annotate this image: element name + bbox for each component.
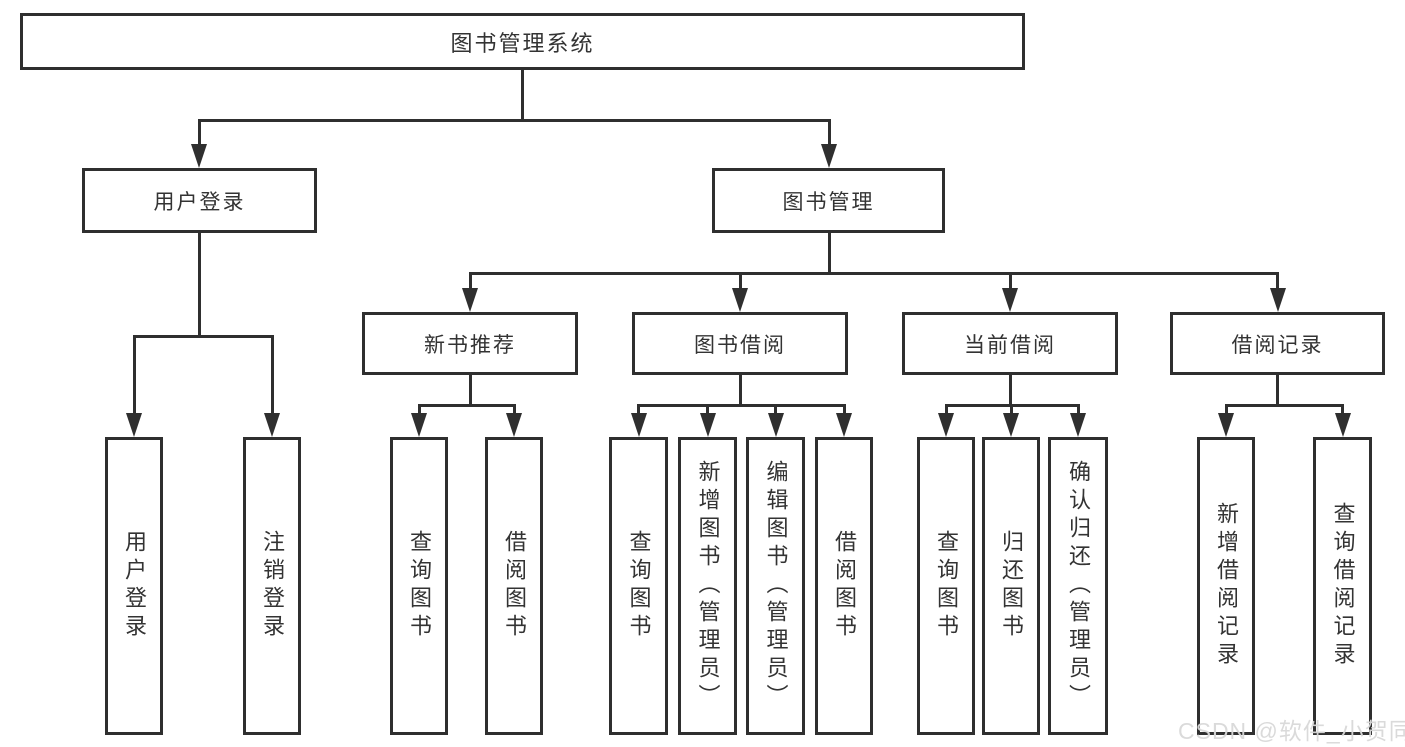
node-label: 编辑图书（管理员） (763, 460, 789, 712)
node-label: 查询借阅记录 (1330, 502, 1356, 670)
connector-line (521, 70, 524, 122)
csdn-watermark: CSDN @软件_小贺同学 (1178, 718, 1405, 744)
connector-line (512, 405, 516, 414)
node-label: 借阅图书 (502, 530, 527, 642)
node-logout: 注销登录 (243, 437, 301, 735)
connector-line (1341, 405, 1344, 414)
node-label: 确认归还（管理员） (1066, 460, 1091, 712)
arrowhead-down-icon (1002, 288, 1018, 312)
connector-line (738, 273, 742, 289)
node-label: 借阅记录 (1231, 333, 1324, 357)
node-label: 用户登录 (153, 190, 246, 214)
arrowhead-down-icon (126, 413, 142, 437)
arrowhead-down-icon (191, 144, 207, 168)
arrowhead-down-icon (1003, 413, 1019, 437)
node-label: 图书管理系统 (450, 30, 595, 56)
arrowhead-down-icon (821, 144, 837, 168)
node-label: 新书推荐 (424, 333, 516, 357)
node-r-query: 查询借阅记录 (1313, 437, 1372, 735)
node-login: 用户登录 (105, 437, 163, 735)
node-b-query: 查询图书 (609, 437, 668, 735)
arrowhead-down-icon (506, 413, 522, 437)
connector-line (637, 405, 640, 414)
node-b-edit: 编辑图书（管理员） (746, 437, 805, 735)
node-new-rec: 新书推荐 (362, 312, 578, 375)
arrowhead-down-icon (938, 413, 954, 437)
connector-line (197, 233, 201, 338)
node-label: 查询图书 (934, 530, 959, 642)
connector-line (1008, 375, 1012, 407)
connector-line (270, 336, 274, 414)
node-label: 用户登录 (122, 530, 147, 642)
node-label: 新增借阅记录 (1214, 502, 1239, 670)
connector-line (468, 273, 472, 289)
connector-line (706, 405, 709, 414)
connector-line (1224, 403, 1344, 407)
node-root: 图书管理系统 (20, 13, 1025, 70)
node-label: 当前借阅 (964, 333, 1056, 357)
arrowhead-down-icon (411, 413, 427, 437)
node-r-add: 新增借阅记录 (1197, 437, 1255, 735)
node-c-confirm: 确认归还（管理员） (1048, 437, 1108, 735)
node-b-add: 新增图书（管理员） (678, 437, 737, 735)
connector-line (944, 405, 948, 414)
connector-line (827, 120, 831, 145)
connector-line (417, 403, 516, 407)
arrowhead-down-icon (264, 413, 280, 437)
node-label: 查询图书 (407, 530, 432, 642)
connector-line (738, 375, 742, 407)
connector-line (468, 271, 1279, 275)
connector-line (1008, 273, 1012, 289)
node-borrow: 图书借阅 (632, 312, 848, 375)
connector-line (197, 118, 831, 122)
arrowhead-down-icon (462, 288, 478, 312)
node-book-mgmt: 图书管理 (712, 168, 945, 233)
arrowhead-down-icon (1334, 413, 1351, 437)
node-nr-borrow: 借阅图书 (485, 437, 543, 735)
connector-line (132, 336, 136, 414)
connector-line (1276, 273, 1279, 289)
arrowhead-down-icon (732, 288, 748, 312)
arrowhead-down-icon (836, 413, 852, 437)
connector-line (1076, 405, 1080, 414)
arrowhead-down-icon (630, 413, 647, 437)
connector-line (468, 375, 472, 407)
connector-line (1009, 405, 1013, 414)
node-c-query: 查询图书 (917, 437, 975, 735)
arrowhead-down-icon (1218, 413, 1234, 437)
arrowhead-down-icon (767, 413, 784, 437)
arrowhead-down-icon (1269, 288, 1286, 312)
arrowhead-down-icon (699, 413, 716, 437)
connector-line (417, 405, 421, 414)
node-c-return: 归还图书 (982, 437, 1040, 735)
node-label: 借阅图书 (832, 530, 857, 642)
connector-line (1276, 375, 1279, 407)
node-records: 借阅记录 (1170, 312, 1385, 375)
node-label: 图书借阅 (694, 333, 786, 357)
arrowhead-down-icon (1070, 413, 1086, 437)
node-label: 查询图书 (626, 530, 652, 642)
node-user-login: 用户登录 (82, 168, 317, 233)
node-label: 新增图书（管理员） (695, 460, 721, 712)
connector-line (637, 403, 846, 407)
node-current: 当前借阅 (902, 312, 1118, 375)
connector-line (132, 334, 274, 338)
connector-line (1224, 405, 1228, 414)
connector-line (842, 405, 846, 414)
node-label: 注销登录 (260, 530, 285, 642)
connector-line (774, 405, 777, 414)
node-nr-query: 查询图书 (390, 437, 448, 735)
node-b-borrow: 借阅图书 (815, 437, 873, 735)
connector-line (197, 120, 201, 145)
node-label: 图书管理 (782, 190, 875, 214)
connector-line (827, 233, 831, 275)
node-label: 归还图书 (999, 530, 1024, 642)
